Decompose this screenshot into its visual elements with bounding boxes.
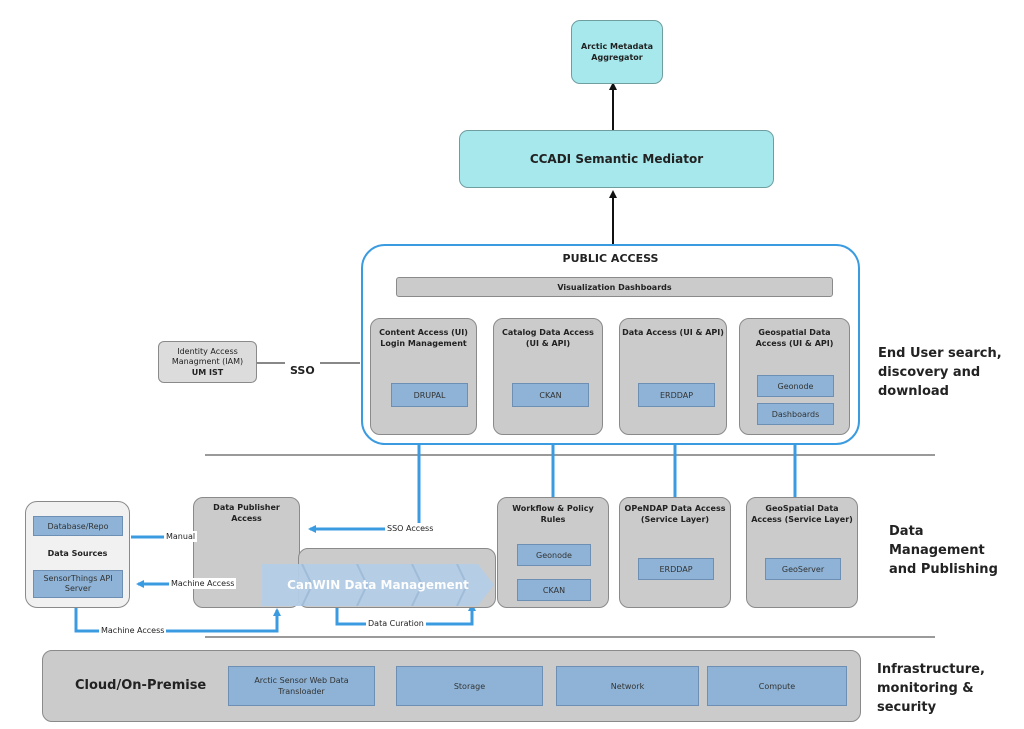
compute-box[interactable]: Compute (707, 666, 847, 706)
sensor-web-transloader-box[interactable]: Arctic Sensor Web Data Transloader (228, 666, 375, 706)
sensorthings-api-box[interactable]: SensorThings API Server (33, 570, 123, 598)
content-access-box: Content Access (UI) Login Management DRU… (370, 318, 477, 435)
workflow-ckan-label: CKAN (542, 585, 566, 595)
geospatial-service-box: GeoSpatial Data Access (Service Layer) G… (746, 497, 858, 608)
arctic-metadata-aggregator: Arctic Metadata Aggregator (571, 20, 663, 84)
opendap-erddap-label: ERDDAP (659, 564, 693, 574)
geospatial-service-title: GeoSpatial Data Access (Service Layer) (751, 504, 853, 524)
chevron-decoration (301, 564, 469, 606)
public-access-title: PUBLIC ACCESS (562, 252, 659, 265)
data-curation-label: Data Curation (366, 618, 426, 629)
infrastructure-panel: Cloud/On-Premise Arctic Sensor Web Data … (42, 650, 861, 722)
catalog-data-access-box: Catalog Data Access (UI & API) CKAN (493, 318, 603, 435)
geonode-label: Geonode (777, 381, 814, 391)
canwin-data-management-arrow: CanWIN Data Management (262, 564, 494, 606)
opendap-erddap-box[interactable]: ERDDAP (638, 558, 714, 580)
drupal-box[interactable]: DRUPAL (391, 383, 468, 407)
public-access-panel: PUBLIC ACCESS Visualization Dashboards C… (361, 244, 860, 445)
sensorthings-label: SensorThings API Server (43, 574, 113, 593)
workflow-geonode-label: Geonode (536, 550, 572, 560)
sso-access-label: SSO Access (385, 523, 436, 534)
data-management-layer-label: Data Management and Publishing (889, 524, 998, 577)
opendap-title: OPeNDAP Data Access (Service Layer) (624, 504, 726, 524)
geonode-box[interactable]: Geonode (757, 375, 834, 397)
erddap-box[interactable]: ERDDAP (638, 383, 715, 407)
data-publisher-title: Data Publisher Access (213, 503, 280, 523)
geospatial-data-access-box: Geospatial Data Access (UI & API) Geonod… (739, 318, 850, 435)
iam-label: Identity Access Managment (IAM) (171, 346, 244, 366)
machine-access-bottom-arrow (74, 608, 281, 633)
workflow-policy-box: Workflow & Policy Rules Geonode CKAN (497, 497, 609, 608)
database-repo-box[interactable]: Database/Repo (33, 516, 123, 536)
erddap-label: ERDDAP (659, 390, 694, 400)
aggregator-label: Arctic Metadata Aggregator (581, 42, 653, 62)
database-repo-label: Database/Repo (47, 521, 109, 531)
machine-access-bottom-label: Machine Access (99, 625, 167, 636)
ccadi-semantic-mediator: CCADI Semantic Mediator (459, 130, 774, 188)
canwin-label: CanWIN Data Management (287, 578, 469, 592)
manual-label: Manual (164, 531, 198, 542)
mediator-label: CCADI Semantic Mediator (529, 152, 704, 166)
content-access-title: Content Access (UI) Login Management (379, 328, 468, 348)
iam-box: Identity Access Managment (IAM) UM IST (158, 341, 257, 383)
compute-label: Compute (758, 681, 796, 691)
sso-label: SSO (290, 364, 315, 377)
opendap-access-box: OPeNDAP Data Access (Service Layer) ERDD… (619, 497, 731, 608)
ckan-box[interactable]: CKAN (512, 383, 589, 407)
network-label: Network (610, 681, 645, 691)
visualization-dashboards-bar: Visualization Dashboards (396, 277, 833, 297)
catalog-access-title: Catalog Data Access (UI & API) (502, 328, 594, 348)
dashboards-label: Visualization Dashboards (557, 282, 672, 292)
data-access-box: Data Access (UI & API) ERDDAP (619, 318, 727, 435)
iam-org-label: UM IST (191, 367, 224, 377)
end-user-layer-label: End User search, discovery and download (878, 346, 1002, 399)
network-box[interactable]: Network (556, 666, 699, 706)
dashboards-item-label: Dashboards (771, 409, 820, 419)
ckan-label: CKAN (539, 390, 562, 400)
transloader-label: Arctic Sensor Web Data Transloader (254, 676, 349, 696)
machine-access-label: Machine Access (169, 578, 237, 589)
cloud-on-premise-label: Cloud/On-Premise (75, 678, 207, 693)
storage-box[interactable]: Storage (396, 666, 543, 706)
storage-label: Storage (453, 681, 486, 691)
data-access-title: Data Access (UI & API) (622, 328, 724, 337)
workflow-title: Workflow & Policy Rules (512, 504, 594, 524)
geoserver-label: GeoServer (781, 564, 825, 574)
drupal-label: DRUPAL (413, 390, 446, 400)
workflow-geonode-box[interactable]: Geonode (517, 544, 591, 566)
data-sources-title: Data Sources (47, 549, 108, 558)
geoserver-box[interactable]: GeoServer (765, 558, 841, 580)
data-sources-box: Database/Repo Data Sources SensorThings … (25, 501, 130, 608)
dashboards-box[interactable]: Dashboards (757, 403, 834, 425)
infrastructure-layer-label: Infrastructure, monitoring & security (877, 662, 985, 715)
workflow-ckan-box[interactable]: CKAN (517, 579, 591, 601)
geospatial-access-title: Geospatial Data Access (UI & API) (755, 328, 834, 348)
